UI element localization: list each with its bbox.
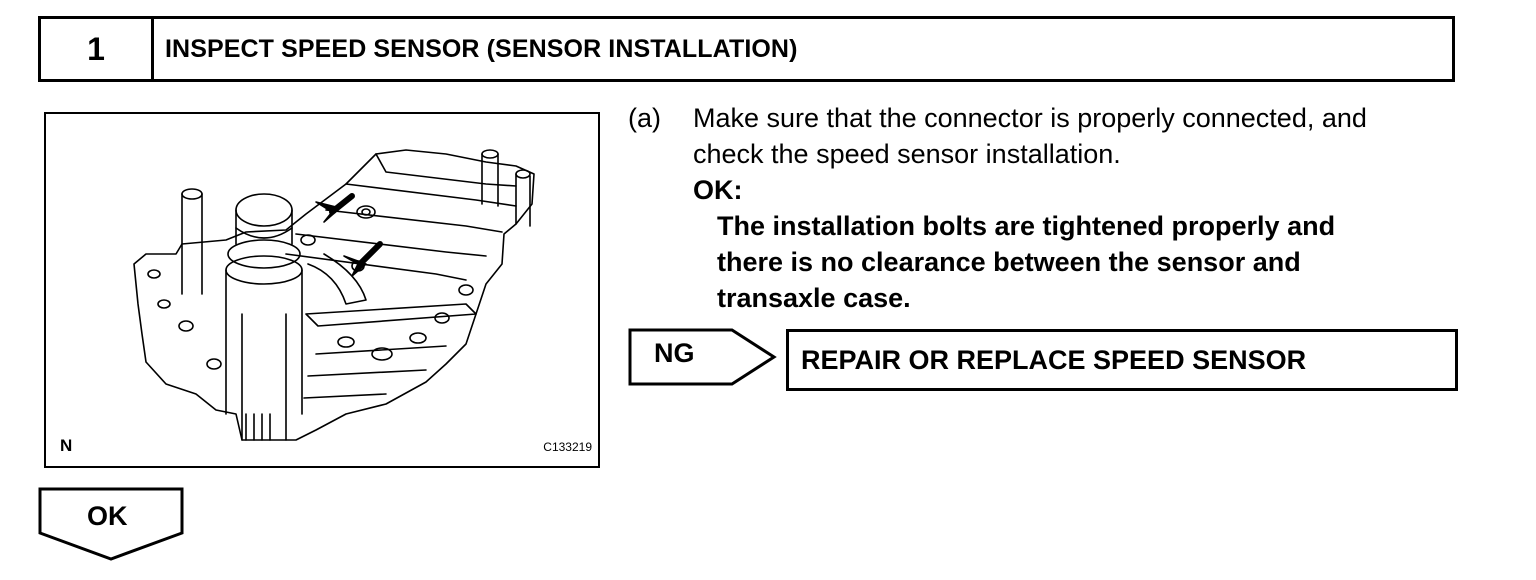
ok-criteria-line: The installation bolts are tightened pro… — [717, 211, 1336, 241]
illustration-frame: N C133219 — [44, 112, 600, 468]
illustration-corner-label: N — [60, 436, 73, 455]
ok-next-label: OK — [87, 501, 128, 531]
step-number: 1 — [41, 19, 154, 79]
ng-arrow-icon — [628, 328, 777, 386]
instruction-text-2: check the speed sensor installation. — [693, 139, 1121, 169]
ng-label: NG — [654, 338, 695, 368]
ng-action-box: REPAIR OR REPLACE SPEED SENSOR — [786, 329, 1458, 391]
illustration-id: C133219 — [543, 440, 592, 454]
valve-body-illustration — [133, 149, 535, 441]
ng-action-text: REPAIR OR REPLACE SPEED SENSOR — [801, 344, 1307, 375]
instruction-marker: (a) — [628, 103, 661, 133]
ok-criteria-label: OK: — [693, 175, 743, 205]
step-header: 1 INSPECT SPEED SENSOR (SENSOR INSTALLAT… — [38, 16, 1455, 82]
instruction-text-1: Make sure that the connector is properly… — [693, 103, 1367, 133]
instruction-line-1: (a) Make sure that the connector is prope… — [628, 100, 1468, 136]
step-title: INSPECT SPEED SENSOR (SENSOR INSTALLATIO… — [165, 34, 798, 63]
ok-criteria-line: transaxle case. — [717, 283, 911, 313]
ok-down-arrow-icon — [38, 487, 184, 561]
instruction-block: (a) Make sure that the connector is prope… — [628, 100, 1468, 316]
ok-criteria-line: there is no clearance between the sensor… — [717, 247, 1301, 277]
